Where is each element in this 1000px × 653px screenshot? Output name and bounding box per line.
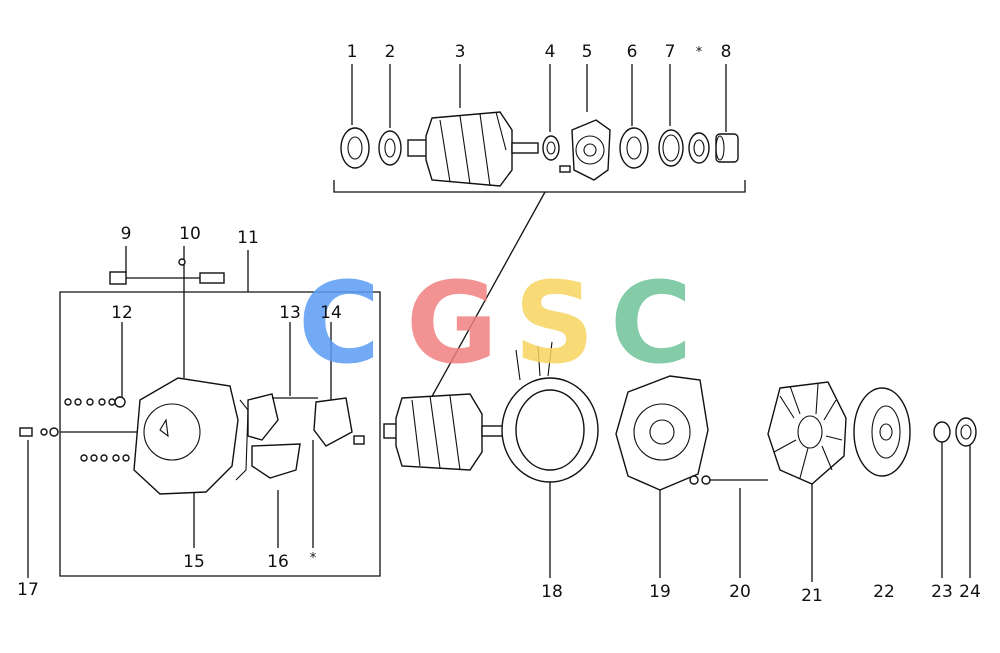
label-20: 20 <box>729 582 751 602</box>
watermark-letter-3: S <box>514 259 595 389</box>
label-8: 8 <box>720 42 732 62</box>
label-17: 17 <box>17 580 39 600</box>
bearing-1 <box>340 127 370 169</box>
label-24: 24 <box>959 582 981 602</box>
retainer-plate-5 <box>559 119 611 181</box>
nut-24 <box>955 417 977 447</box>
regulator-14 <box>313 397 365 447</box>
label-5: 5 <box>581 42 593 62</box>
rotor-assembly <box>383 393 505 471</box>
bolt-20 <box>689 475 768 485</box>
label-12: 12 <box>111 303 133 323</box>
terminal-lead-9-10 <box>109 258 225 285</box>
leader-lines <box>27 64 971 582</box>
bearing-6 <box>619 127 649 169</box>
label-19: 19 <box>649 582 671 602</box>
label-3: 3 <box>454 42 466 62</box>
label-23: 23 <box>931 582 953 602</box>
rear-housing-group-frame <box>59 250 381 577</box>
washer-4 <box>542 135 560 161</box>
bearing-2 <box>378 130 402 166</box>
watermark-letter-1: C <box>298 259 381 389</box>
asterisk-bottom: * <box>309 551 317 566</box>
label-11: 11 <box>237 228 259 248</box>
fasteners-left <box>19 398 130 462</box>
asterisk-top: * <box>695 45 703 60</box>
label-18: 18 <box>541 582 563 602</box>
label-4: 4 <box>544 42 556 62</box>
washer-asterisk <box>688 132 710 164</box>
rotor-3 <box>407 111 539 187</box>
watermark-letter-2: G <box>406 259 498 389</box>
label-22: 22 <box>873 582 895 602</box>
label-2: 2 <box>384 42 396 62</box>
stator-18 <box>501 341 599 483</box>
top-assembly-bracket <box>333 180 746 401</box>
watermark-letter-4: C <box>610 259 693 389</box>
label-7: 7 <box>664 42 676 62</box>
lock-washer-23 <box>933 421 951 443</box>
pulley-22 <box>853 387 911 477</box>
fan-21 <box>767 381 847 485</box>
drive-end-housing-19 <box>615 375 709 491</box>
label-10: 10 <box>179 224 201 244</box>
brush-holder-16 <box>247 393 318 479</box>
label-14: 14 <box>320 303 342 323</box>
label-9: 9 <box>120 224 132 244</box>
spacer-8 <box>715 133 739 163</box>
rear-housing-15 <box>114 377 249 495</box>
ring-7 <box>658 129 684 167</box>
label-21: 21 <box>801 586 823 606</box>
label-1: 1 <box>346 42 358 62</box>
label-6: 6 <box>626 42 638 62</box>
label-13: 13 <box>279 303 301 323</box>
label-16: 16 <box>267 552 289 572</box>
label-15: 15 <box>183 552 205 572</box>
